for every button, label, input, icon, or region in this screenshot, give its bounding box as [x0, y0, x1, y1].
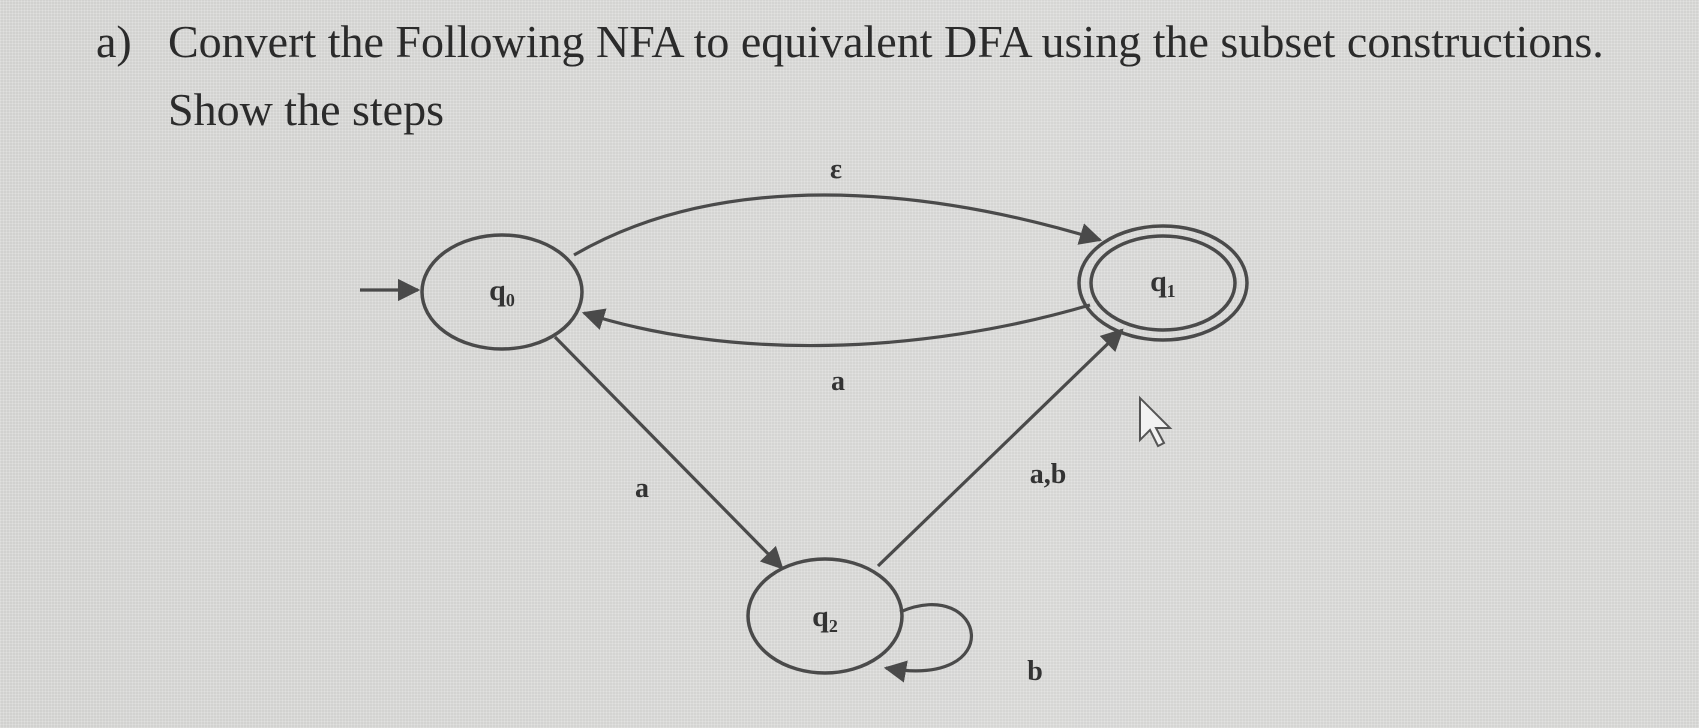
state-q1-outer-circle	[1077, 224, 1249, 342]
edge-q0-q2-label: a	[635, 473, 649, 504]
mouse-pointer-icon	[1139, 395, 1173, 448]
state-q0-circle	[420, 233, 584, 351]
state-q0-label: q₀	[489, 274, 515, 307]
edge-q0-q1-label: ε	[830, 154, 842, 185]
edge-q2-q2-b-loop	[883, 603, 973, 683]
question-text-line-2: Show the steps	[168, 84, 444, 135]
edge-q2-q1-label: a,b	[1030, 459, 1067, 490]
state-q1-label: q₁	[1150, 265, 1176, 298]
edge-q2-q2-label: b	[1027, 656, 1043, 687]
edge-q0-q1-epsilon	[573, 193, 1103, 257]
edge-q1-q0-label: a	[831, 366, 845, 397]
state-q2-label: q₂	[812, 600, 838, 633]
edge-q0-q2-a	[553, 335, 784, 570]
edge-q1-q0-a	[581, 303, 1091, 348]
state-q2-circle	[746, 557, 904, 675]
question-text-line-1: Convert the Following NFA to equivalent …	[168, 16, 1604, 67]
edge-q2-q1-ab	[876, 328, 1124, 568]
question-label: a)	[96, 16, 132, 67]
state-q1-inner-circle	[1089, 234, 1237, 332]
